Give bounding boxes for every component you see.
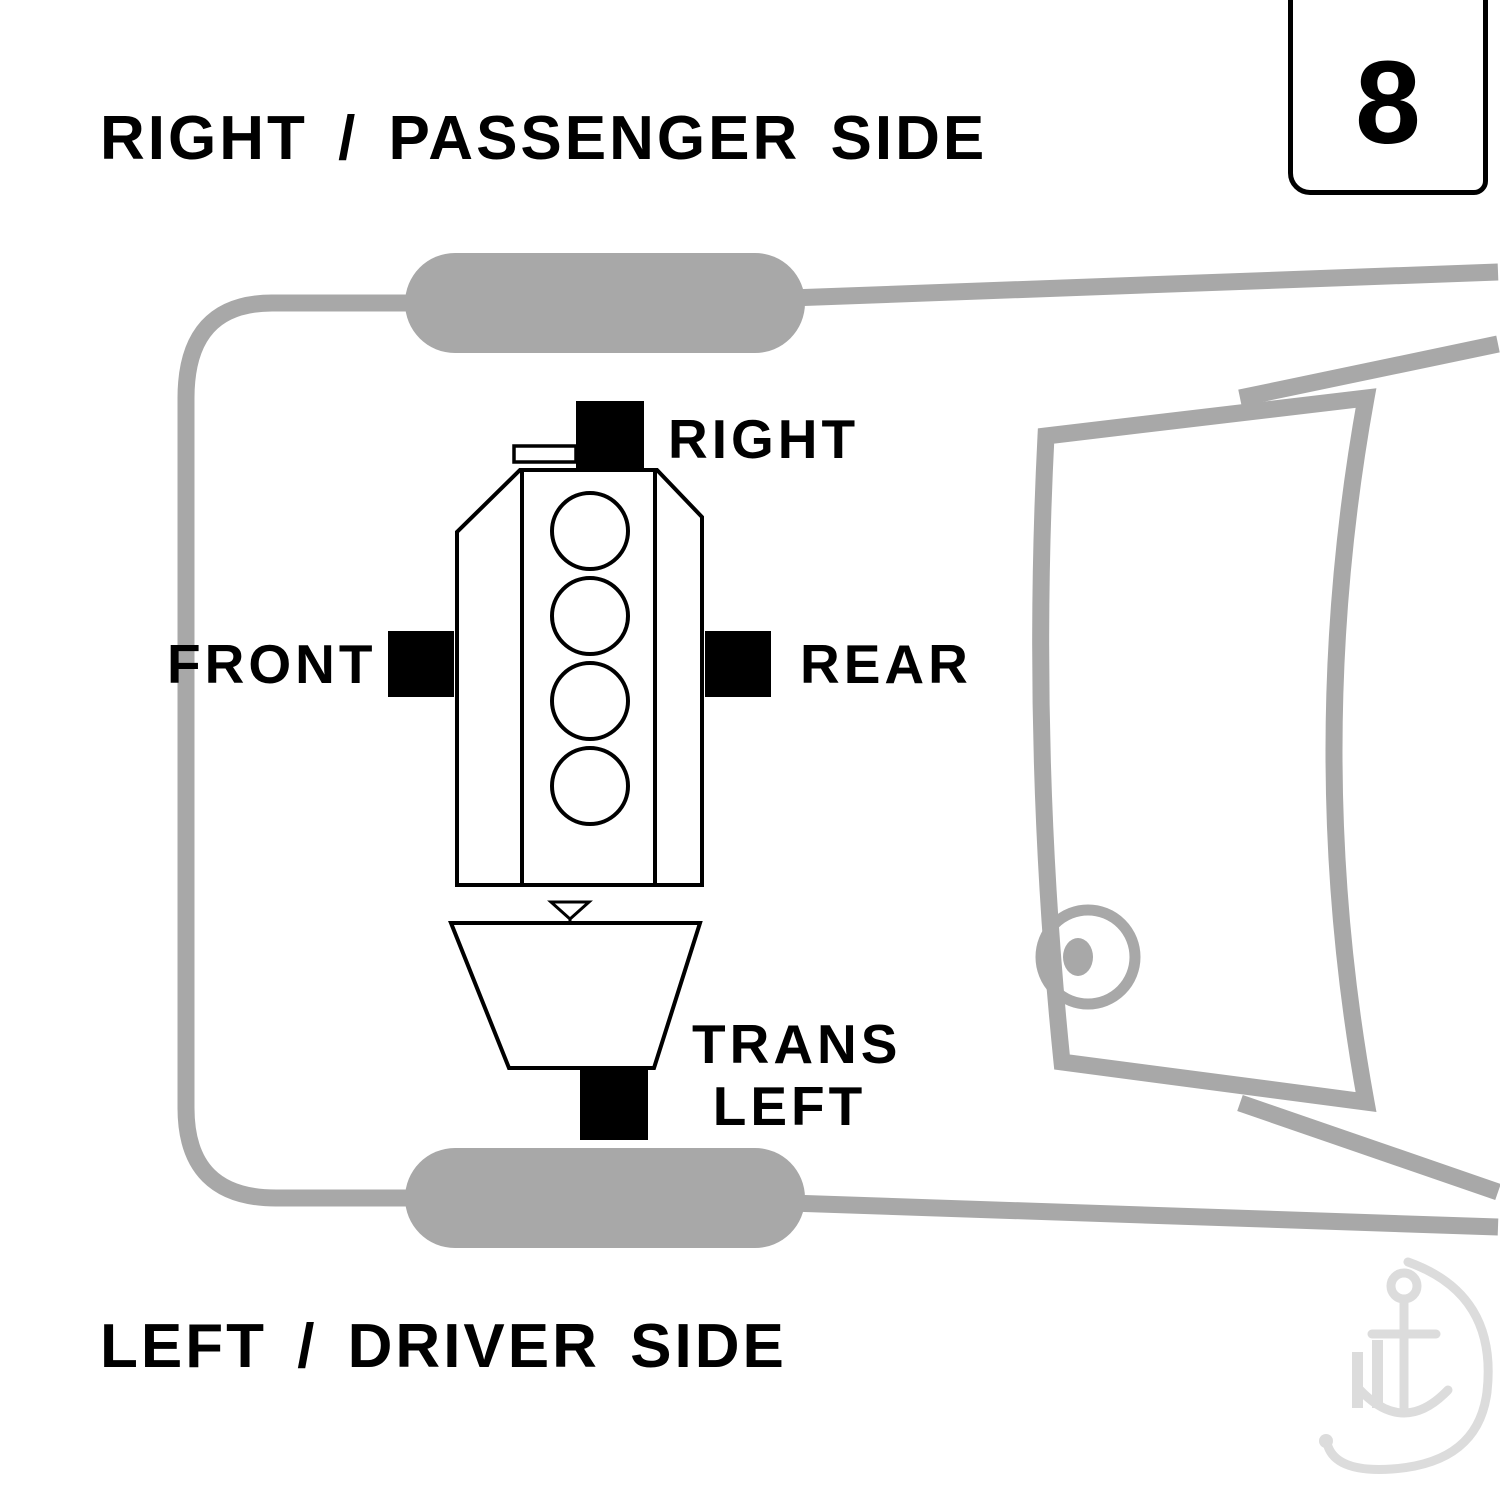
mount-right (576, 401, 644, 469)
car-body-left-outline (177, 294, 430, 1207)
watermark-swoosh-end-dot (1319, 1434, 1333, 1448)
mount-label-front: FRONT (167, 633, 377, 695)
transmission-outline (448, 921, 703, 1070)
page-number: 8 (1355, 36, 1421, 169)
page-number-box: 8 (1288, 0, 1488, 195)
funnel-symbol (547, 900, 593, 923)
intake-fitting (512, 444, 578, 464)
car-hood-top-diagonal (1238, 335, 1500, 407)
mount-label-trans-line1: TRANS (692, 1013, 902, 1075)
mount-rear (705, 631, 771, 697)
watermark-bar-2 (1372, 1340, 1383, 1408)
watermark-swoosh (1322, 1257, 1493, 1474)
engine-transmission-diagram (388, 401, 771, 1140)
mount-label-trans-left: TRANS LEFT (692, 1013, 902, 1137)
top-orientation-label: RIGHT / PASSENGER SIDE (100, 104, 988, 173)
car-body-top-line (789, 263, 1499, 307)
windshield-outline (1032, 388, 1377, 1112)
mount-label-right: RIGHT (668, 408, 860, 470)
cylinder-1 (550, 491, 630, 571)
mount-label-trans-line2: LEFT (712, 1074, 867, 1137)
front-wheel-driver (405, 1148, 805, 1248)
watermark-anchor-logo (1319, 1257, 1493, 1474)
cylinder-4 (550, 746, 630, 826)
anchor-flukes-icon (1355, 1385, 1453, 1418)
mount-front (388, 631, 454, 697)
mount-label-rear: REAR (800, 633, 972, 695)
bottom-orientation-label: LEFT / DRIVER SIDE (100, 1312, 787, 1381)
car-body-bottom-line (789, 1194, 1499, 1236)
cylinder-3 (550, 661, 630, 741)
watermark-bar-1 (1352, 1352, 1363, 1408)
steering-wheel-hub (1063, 938, 1093, 976)
car-outline (177, 253, 1500, 1248)
steering-wheel-rim (1035, 904, 1141, 1010)
steering-wheel (1035, 904, 1141, 1010)
car-hood-bottom-diagonal (1237, 1094, 1500, 1201)
cylinder-2 (550, 576, 630, 656)
mount-trans-left (580, 1066, 648, 1140)
front-wheel-passenger (405, 253, 805, 353)
